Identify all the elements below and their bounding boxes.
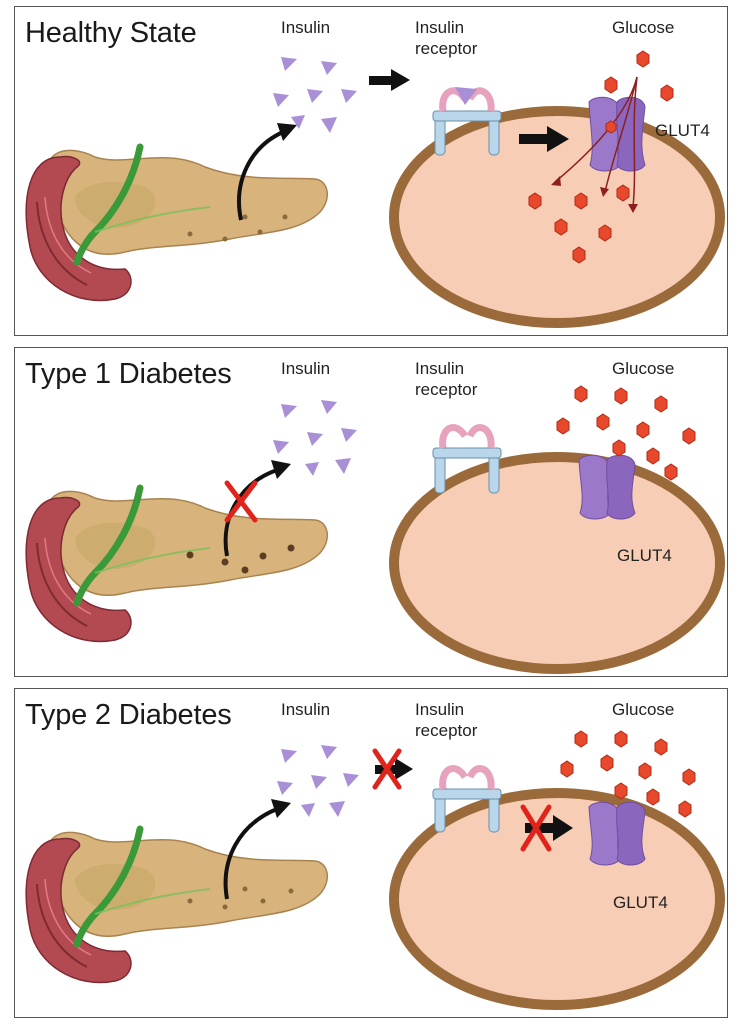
cell-icon <box>389 452 725 674</box>
healthy-state-diagram <box>25 50 725 328</box>
glucose-molecules <box>556 385 696 481</box>
panel-healthy-state: Healthy State Insulin Insulin receptor G… <box>14 6 728 336</box>
receptor-to-glut4-arrow <box>525 815 573 841</box>
insulin-receptor-label: Insulin receptor <box>415 18 478 58</box>
pancreas-icon <box>25 825 329 984</box>
block-x-icon <box>224 480 258 523</box>
insulin-release-arrow <box>223 799 291 900</box>
glucose-molecules <box>560 730 696 818</box>
panel-title: Healthy State <box>25 17 197 49</box>
insulin-receptor-label: Insulin receptor <box>415 700 478 740</box>
glucose-label: Glucose <box>612 18 675 37</box>
glucose-label: Glucose <box>612 359 675 378</box>
type-2-diabetes-diagram <box>25 730 725 1010</box>
block-x-icon <box>520 804 552 852</box>
insulin-release-arrow <box>223 460 291 557</box>
block-x-icon <box>372 748 402 790</box>
insulin-molecules <box>277 745 359 817</box>
pancreas-icon <box>25 484 329 643</box>
type-1-diabetes-diagram <box>25 385 725 674</box>
glut4-transporter-icon <box>578 454 636 520</box>
insulin-receptor-icon <box>432 87 502 156</box>
glucose-molecules <box>528 50 674 264</box>
insulin-molecules <box>273 400 357 476</box>
receptor-to-glut4-arrow <box>519 126 569 152</box>
insulin-receptor-icon <box>432 765 502 833</box>
glut4-label: GLUT4 <box>617 546 672 565</box>
insulin-molecules <box>273 57 357 133</box>
insulin-receptor-label: Insulin receptor <box>415 359 478 399</box>
glut4-transporter-icon <box>588 96 646 172</box>
insulin-to-receptor-arrow <box>369 69 410 91</box>
glut4-transporter-icon <box>588 801 646 866</box>
glut4-label: GLUT4 <box>613 893 668 912</box>
insulin-label: Insulin <box>281 359 331 378</box>
pancreas-icon <box>25 143 329 302</box>
insulin-receptor-icon <box>432 424 502 494</box>
glucose-entry-arrows <box>551 76 638 213</box>
insulin-label: Insulin <box>281 700 331 719</box>
glut4-label: GLUT4 <box>655 121 710 140</box>
panel-type-1-diabetes: Type 1 Diabetes Insulin Insulin receptor… <box>14 347 728 677</box>
panel-title: Type 1 Diabetes <box>25 358 232 390</box>
panel-title: Type 2 Diabetes <box>25 699 232 731</box>
insulin-release-arrow <box>237 123 297 221</box>
insulin-label: Insulin <box>281 18 331 37</box>
panel-type-2-diabetes: Type 2 Diabetes Insulin Insulin receptor… <box>14 688 728 1018</box>
glucose-label: Glucose <box>612 700 675 719</box>
